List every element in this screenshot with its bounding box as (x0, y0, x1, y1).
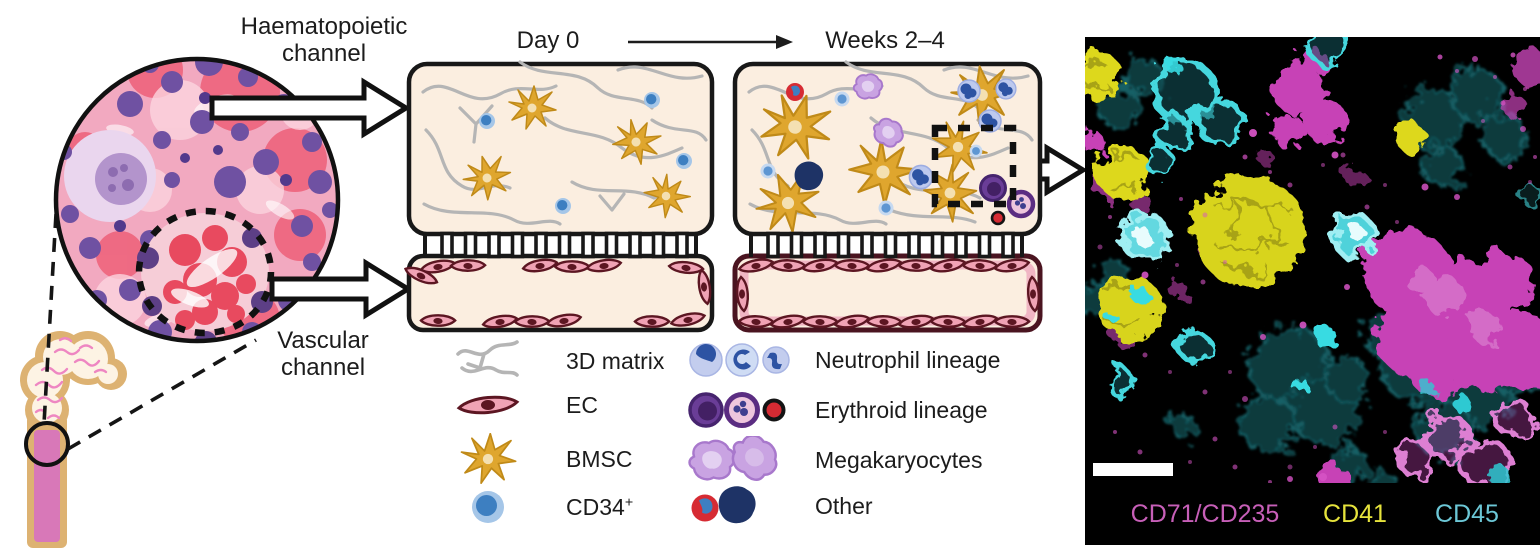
bone-magnifier-circle (24, 421, 70, 467)
magnified-region-dashed-box (931, 124, 1017, 208)
magenta-speckles (1097, 52, 1537, 484)
legend-label: Other (815, 492, 873, 519)
legend-label: Neutrophil lineage (815, 346, 1001, 373)
legend-item-3d-matrix: 3D matrix (425, 338, 664, 384)
neutrophil-lineage-icon (688, 340, 800, 380)
weeks-2-4-label: Weeks 2–4 (825, 27, 945, 54)
micrograph-cells (1085, 37, 1540, 513)
3d-matrix-icon (425, 338, 551, 384)
erythroid-lineage-icon (688, 390, 800, 430)
chip-day0 (402, 60, 715, 333)
other-icon (688, 484, 800, 528)
legend-label: Megakaryocytes (815, 446, 983, 473)
haematopoietic-channel-label: Haematopoietic channel (240, 13, 408, 67)
cd34-icon (425, 488, 551, 526)
marker-cd45: CD45 (1435, 500, 1499, 528)
legend-label: CD34+ (566, 493, 634, 520)
fluorescence-micrograph: CD71/CD235 CD41 CD45 (1085, 37, 1540, 545)
legend-label: EC (566, 392, 598, 418)
haematopoietic-arrow (209, 77, 411, 139)
matrix-fibres (421, 60, 708, 226)
inset-circle-outline (53, 56, 341, 344)
legend-item-neutrophil-lineage: Neutrophil lineage (688, 340, 1000, 380)
histology-inset (53, 56, 341, 344)
legend-label: 3D matrix (566, 347, 665, 374)
legend-item-megakaryocytes: Megakaryocytes (688, 436, 982, 484)
bone-icon (20, 331, 127, 548)
legend-item-bmsc: BMSC (425, 433, 632, 485)
marker-label-strip: CD71/CD235 CD41 CD45 (1085, 483, 1540, 545)
legend-label: Erythroid lineage (815, 396, 988, 423)
day0-label: Day 0 (516, 27, 580, 54)
legend-item-other: Other (688, 484, 873, 528)
legend-label: BMSC (566, 445, 633, 472)
micropillars-weeks (766, 231, 1015, 259)
megakaryocytes-icon (688, 436, 800, 484)
legend-item-erythroid-lineage: Erythroid lineage (688, 390, 988, 430)
vascular-channel-label: Vascular channel (277, 327, 369, 381)
chip-weeks2-4 (732, 60, 1043, 333)
marker-cd71-cd235: CD71/CD235 (1130, 500, 1280, 528)
legend-item-ec: EC (425, 392, 598, 419)
magnifier-dashed-lines (42, 213, 257, 451)
micropillars-day0 (440, 231, 689, 259)
vascular-arrow (269, 258, 413, 320)
legend-item-cd34: CD34+ (425, 488, 633, 526)
bmsc-icon (425, 433, 551, 485)
timeline-arrow (628, 35, 793, 49)
scale-bar (1093, 463, 1173, 476)
marker-cd41: CD41 (1323, 500, 1387, 528)
vascular-region-dotted-ellipse (135, 207, 275, 337)
ec-icon (425, 393, 551, 419)
